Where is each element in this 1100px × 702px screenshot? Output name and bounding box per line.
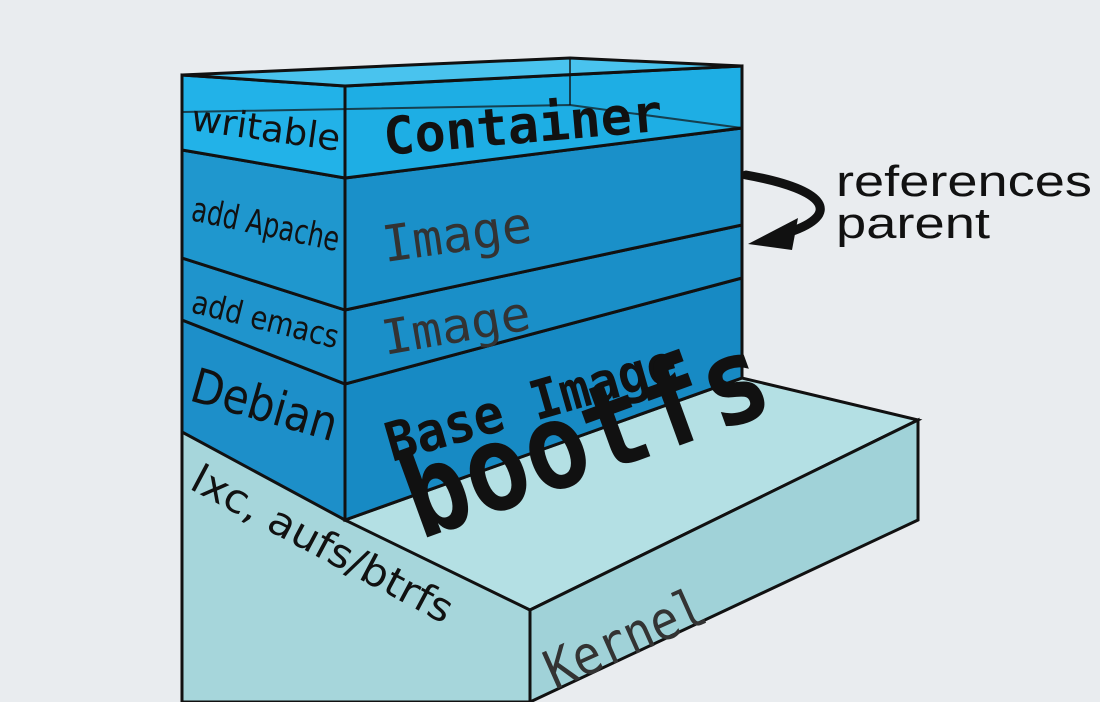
kernel-layer (180, 376, 923, 702)
container-layer (180, 56, 744, 180)
debian-layer (180, 276, 744, 523)
arrow-head-icon (748, 218, 798, 250)
apache-layer (180, 126, 744, 313)
annotation-references: references (836, 157, 1092, 206)
kernel-front-face (528, 417, 920, 702)
references-parent-arrow (741, 170, 825, 250)
annotation-parent: parent (836, 199, 990, 248)
curved-arrow-icon (741, 170, 825, 237)
container-top-face (181, 56, 743, 88)
